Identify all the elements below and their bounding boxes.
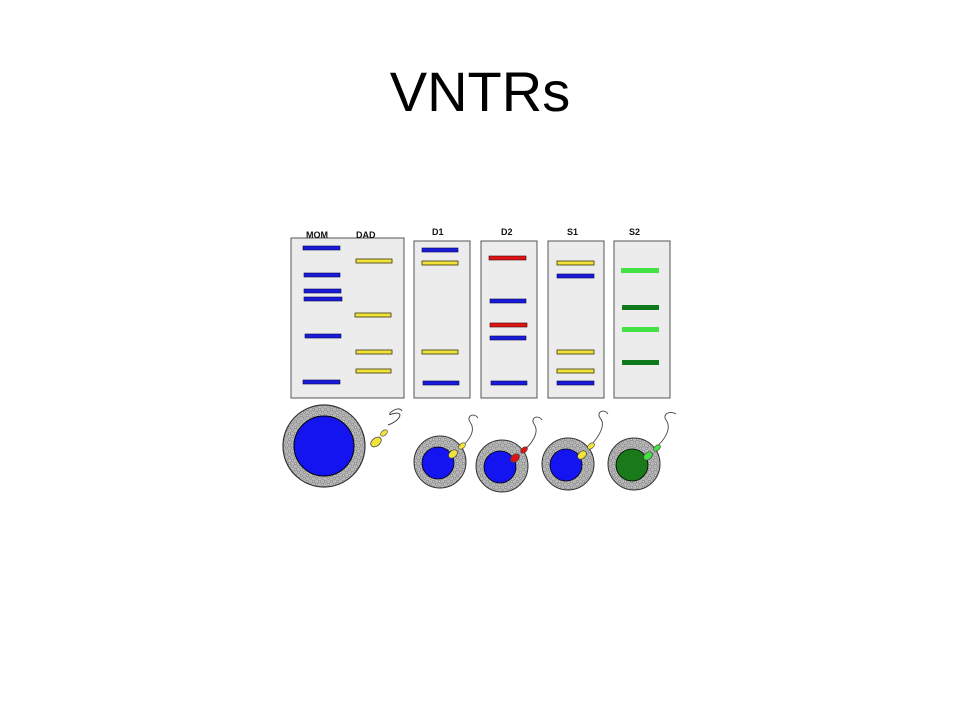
sperm-tail: [521, 416, 543, 453]
band-mom-1: [302, 245, 341, 251]
lane-s2-bands: [621, 268, 659, 365]
band-mom-4: [303, 296, 343, 302]
band-s1-3: [556, 349, 595, 355]
band-mom-5: [304, 333, 342, 339]
egg-nucleus: [615, 448, 649, 482]
lane-label-s2: S2: [629, 227, 640, 237]
band-mom-3: [303, 288, 342, 294]
lane-d2-bands: [488, 255, 528, 386]
sperm-tail: [654, 411, 677, 449]
lane-label-dad: DAD: [356, 230, 376, 240]
band-mom-6: [302, 379, 341, 385]
egg-nucleus: [483, 450, 517, 484]
zygote-s2: [607, 411, 677, 491]
sperm-midpiece: [520, 446, 528, 454]
band-d2-3: [489, 322, 528, 328]
band-s1-2: [556, 273, 595, 279]
band-mom-2: [303, 272, 341, 278]
band-dad-1: [355, 258, 393, 264]
slide-title: VNTRs: [389, 60, 571, 123]
band-s2-1: [621, 268, 659, 273]
sperm-midpiece: [653, 444, 661, 452]
sperm-head: [370, 436, 382, 448]
lane-label-d1: D1: [432, 227, 444, 237]
sperm-midpiece: [380, 429, 388, 437]
sperm-tail: [387, 408, 403, 426]
lane-label-mom: MOM: [306, 230, 328, 240]
zygote-d2: [475, 416, 543, 493]
band-d1-3: [421, 349, 459, 355]
gel-panel-d1: [413, 240, 471, 399]
gel-panel-s2: [613, 240, 671, 399]
band-d2-2: [489, 298, 527, 304]
sperm-tail: [589, 410, 609, 447]
band-d1-1: [421, 247, 459, 253]
lane-dad-bands: [354, 258, 393, 374]
band-s2-2: [622, 305, 659, 310]
egg-nucleus: [293, 415, 355, 477]
lane-mom-bands: [302, 245, 343, 385]
gel-panel-d2: [480, 240, 538, 399]
band-d2-1: [488, 255, 527, 261]
band-d1-4: [422, 380, 460, 386]
sperm-head: [448, 449, 458, 459]
zygote-d1: [413, 414, 479, 489]
band-s1-4: [556, 368, 595, 374]
lane-label-s1: S1: [567, 227, 578, 237]
band-s2-4: [622, 360, 659, 365]
lane-s1-bands: [556, 260, 595, 386]
sperm-head: [577, 450, 587, 460]
parent-sperm: [370, 408, 403, 448]
band-d2-5: [490, 380, 528, 386]
zygote-s1: [541, 410, 609, 491]
band-s1-5: [556, 380, 595, 386]
lane-d1-bands: [421, 247, 460, 386]
egg-nucleus: [549, 448, 583, 482]
band-dad-4: [355, 368, 392, 374]
lane-label-d2: D2: [501, 227, 513, 237]
band-dad-3: [355, 349, 393, 355]
sperm-midpiece: [458, 442, 466, 450]
egg-nucleus: [421, 446, 455, 480]
band-d2-4: [489, 335, 527, 341]
band-d1-2: [421, 260, 459, 266]
sperm-head: [510, 453, 520, 463]
band-s2-3: [622, 327, 659, 332]
sperm-tail: [459, 414, 479, 449]
parent-egg: [282, 404, 366, 488]
sperm-midpiece: [587, 442, 595, 450]
sperm-head: [643, 451, 653, 461]
band-s1-1: [556, 260, 595, 266]
band-dad-2: [354, 312, 392, 318]
